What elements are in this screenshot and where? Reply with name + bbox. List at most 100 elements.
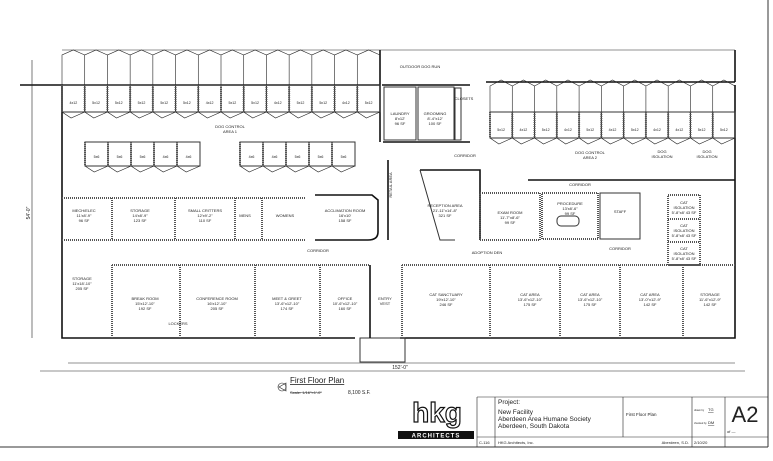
room-area: 96 SF	[79, 218, 90, 223]
room-area: 321 SF	[439, 213, 452, 218]
room-dimensions: 11'-7"x8'-6"	[500, 215, 520, 220]
kennel-door	[578, 137, 602, 145]
room-dimensions: ISOLATION	[673, 228, 694, 233]
kennel-door	[266, 111, 290, 119]
kennel-size-label: 5x6	[341, 155, 347, 159]
kennel-size-label: 5x6	[140, 155, 146, 159]
room-dimensions: 13'x8'-6"	[562, 206, 578, 211]
outdoor-run-gate	[690, 79, 713, 112]
kennel-door	[220, 111, 244, 119]
room-name: STORAGE	[72, 276, 92, 281]
room-name: SMALL CRITTERS	[188, 208, 222, 213]
kennel-door	[262, 165, 287, 173]
dog-kennel-small: 4x6	[262, 141, 287, 173]
room-name: CORRIDOR	[454, 153, 476, 158]
room-dimensions: 11'-6"x12'-9"	[699, 297, 722, 302]
room-name: DOG	[657, 149, 666, 154]
room-name: CLOSETS	[455, 96, 474, 101]
room-area: 246 SF	[440, 302, 453, 307]
room-area: 205 SF	[211, 306, 224, 311]
outdoor-run-gate	[667, 79, 691, 112]
dog-kennel: 4x12	[61, 84, 86, 119]
room-name: CAT	[680, 223, 688, 228]
room-name: CAT	[680, 200, 688, 205]
dog-kennel: 5x12	[578, 111, 602, 145]
outdoor-run-gate	[311, 49, 335, 85]
kennel-size-label: 5x12	[251, 101, 259, 105]
room-dimensions: 8'-4"x12'	[427, 116, 442, 121]
outdoor-run-gate	[489, 79, 513, 112]
room-lockers: LOCKERS	[168, 321, 187, 326]
outdoor-run-gate	[84, 49, 108, 85]
room-dimensions: 13'-6"x12'-10"	[578, 297, 603, 302]
outdoor-run-gate	[534, 79, 557, 112]
dog-kennel: 5x12	[622, 111, 647, 145]
kennel-door	[84, 165, 109, 173]
dog-kennel: 5x12	[151, 84, 177, 119]
room-area: 142 SF	[644, 302, 657, 307]
project-line-1: New Facility	[498, 409, 534, 416]
room-name: MECH/ELEC	[72, 208, 95, 213]
firm-name: HKG Architects, Inc.	[498, 440, 534, 445]
room-area: 5'-8"x8' 43 SF	[672, 233, 697, 238]
kennel-door	[153, 165, 178, 173]
kennel-door	[331, 165, 356, 173]
room-area: 100 SF	[429, 121, 442, 126]
kennel-door	[285, 165, 310, 173]
dog-kennel: 5x12	[310, 84, 336, 119]
room-name: CAT	[680, 246, 688, 251]
kennel-door	[84, 111, 108, 119]
kennel-size-label: 5x12	[720, 128, 728, 132]
kennel-size-label: 4x12	[675, 128, 683, 132]
room-name: PROCEDURE	[557, 201, 583, 206]
kennel-door	[107, 111, 131, 119]
room-area: 123 SF	[134, 218, 147, 223]
kennel-door	[556, 137, 580, 145]
outdoor-run-gate	[334, 49, 358, 85]
room-dimensions: ISOLATION	[673, 251, 694, 256]
kennel-size-label: 5x12	[92, 101, 100, 105]
dimension-width-label: 152'-0"	[392, 365, 408, 371]
room-mens: MENS	[239, 213, 251, 218]
dog-kennel: 5x12	[220, 84, 245, 119]
room-name: ENTRY	[378, 296, 392, 301]
outdoor-run-gate	[712, 79, 736, 112]
kennel-size-label: 4x12	[206, 101, 214, 105]
kennel-size-label: 4x12	[520, 128, 528, 132]
hkg-logo: hkg ARCHITECTS	[398, 396, 474, 440]
room-name: ADOPTION DEN	[472, 250, 503, 255]
dog-kennel-small: 4x6	[153, 141, 178, 173]
room-staff: STAFF	[614, 209, 627, 214]
dog-kennel: 4x12	[197, 84, 222, 119]
dog-kennel-small: 5x6	[107, 141, 132, 173]
room-area: 174 SF	[281, 306, 294, 311]
north-arrow-pointer	[278, 382, 287, 392]
room-name: CAT AREA	[580, 292, 600, 297]
outdoor-run-gate	[288, 49, 312, 85]
room-corridor: CORRIDOR	[307, 248, 329, 253]
room-womens: WOMENS	[276, 213, 295, 218]
room-name: CORRIDOR	[609, 246, 631, 251]
plan-scale: Scale: 1/16"=1'-0"	[290, 390, 322, 395]
plan-title: First Floor Plan	[290, 376, 344, 385]
kennel-group: 4x12 5x12 5x12 5x12 5x12 5x12 4x12 5x12 5x12 4x12…	[61, 49, 736, 173]
room-dimensions: 11'x18'-10"	[72, 281, 92, 286]
kennel-door	[288, 111, 312, 119]
dog-kennel-small: 5x6	[308, 141, 333, 173]
room-dimensions: 19'x12'-10"	[436, 297, 456, 302]
dog-kennel: 4x12	[667, 111, 691, 145]
sheet-number: A2	[732, 402, 759, 427]
outdoor-run-gate	[243, 49, 267, 85]
room-name: WOMENS	[276, 213, 295, 218]
